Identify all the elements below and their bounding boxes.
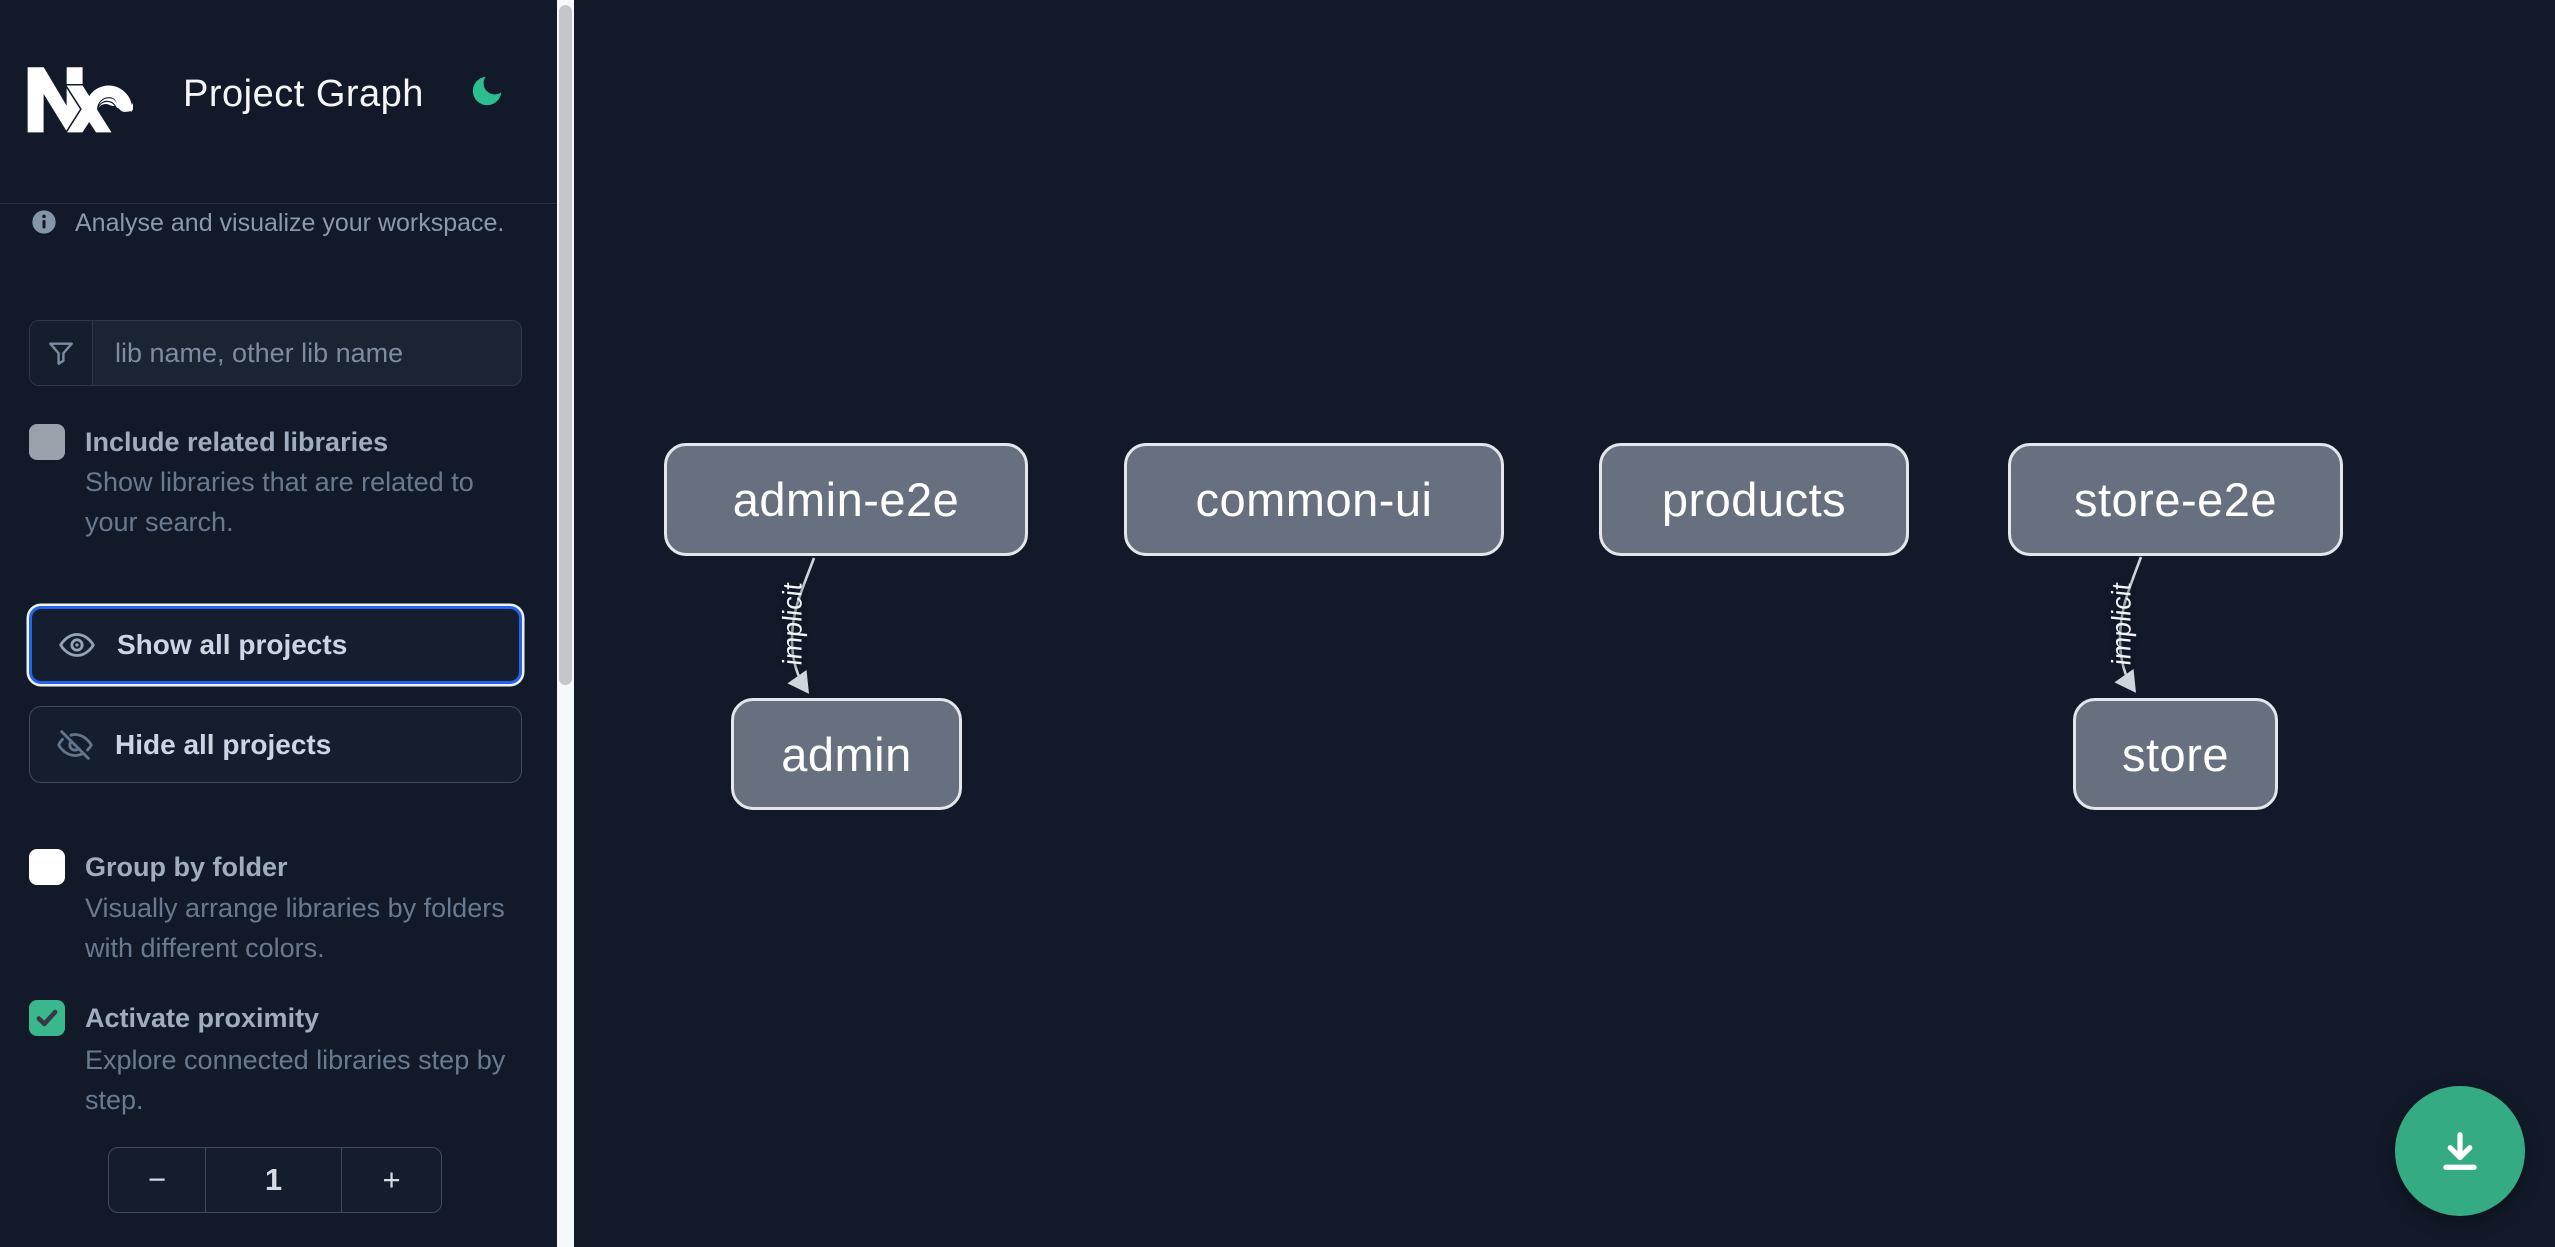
include-related-label: Include related libraries — [85, 427, 389, 457]
hide-all-projects-button[interactable]: Hide all projects — [29, 706, 522, 783]
edge-label-implicit-store: implicit — [2106, 581, 2137, 667]
activate-proximity-row: Activate proximity — [29, 1000, 319, 1036]
moon-icon — [468, 72, 506, 110]
graph-node-store[interactable]: store — [2073, 698, 2278, 810]
include-related-description: Show libraries that are related to your … — [85, 467, 474, 537]
activate-proximity-description: Explore connected libraries step by step… — [85, 1045, 506, 1115]
edge-admin-e2e-to-admin — [787, 557, 816, 694]
group-by-folder-description: Visually arrange libraries by folders wi… — [85, 893, 505, 963]
nx-logo-icon — [27, 64, 136, 136]
checkmark-icon — [34, 1005, 60, 1031]
show-all-projects-button[interactable]: Show all projects — [29, 606, 522, 684]
theme-toggle-button[interactable] — [462, 66, 512, 116]
activate-proximity-checkbox[interactable] — [29, 1000, 65, 1036]
graph-edges — [787, 556, 2143, 694]
stepper-decrement-button[interactable]: − — [109, 1148, 206, 1212]
group-by-folder-label: Group by folder — [85, 852, 288, 882]
graph-node-common-ui[interactable]: common-ui — [1124, 443, 1504, 556]
hide-all-projects-label: Hide all projects — [115, 728, 332, 760]
edge-store-e2e-to-store — [2114, 556, 2143, 693]
header-divider — [0, 203, 557, 204]
eye-icon — [57, 625, 97, 665]
download-icon — [2434, 1125, 2486, 1177]
show-all-projects-label: Show all projects — [117, 629, 348, 660]
search-input[interactable] — [93, 321, 521, 385]
group-by-folder-row: Group by folder — [29, 849, 288, 885]
activate-proximity-label: Activate proximity — [85, 1003, 320, 1033]
graph-node-products[interactable]: products — [1599, 443, 1909, 556]
stepper-increment-button[interactable]: + — [341, 1148, 441, 1212]
include-related-row: Include related libraries — [29, 424, 388, 460]
graph-canvas[interactable]: implicit implicit admin-e2e common-ui pr… — [574, 0, 2555, 1247]
filter-icon-cell — [30, 321, 93, 385]
include-related-checkbox[interactable] — [29, 424, 65, 460]
sidebar: Project Graph Analyse and visualize your… — [0, 0, 557, 1247]
sidebar-scrollbar-track[interactable] — [557, 0, 574, 1247]
info-icon — [30, 208, 58, 236]
graph-node-store-e2e[interactable]: store-e2e — [2008, 443, 2343, 556]
info-banner: Analyse and visualize your workspace. — [30, 206, 530, 240]
page-title: Project Graph — [183, 73, 424, 115]
filter-search-box — [29, 320, 522, 386]
sidebar-scrollbar-thumb[interactable] — [559, 5, 572, 685]
info-text: Analyse and visualize your workspace. — [75, 209, 505, 237]
funnel-filter-icon — [45, 337, 77, 369]
graph-node-admin-e2e[interactable]: admin-e2e — [664, 443, 1028, 556]
group-by-folder-checkbox[interactable] — [29, 849, 65, 885]
graph-node-admin[interactable]: admin — [731, 698, 962, 810]
download-image-button[interactable] — [2395, 1086, 2525, 1216]
eye-off-icon — [55, 725, 95, 765]
stepper-value: 1 — [264, 1162, 283, 1197]
proximity-depth-stepper: − 1 + — [108, 1147, 442, 1213]
edge-label-implicit-admin: implicit — [777, 581, 808, 667]
